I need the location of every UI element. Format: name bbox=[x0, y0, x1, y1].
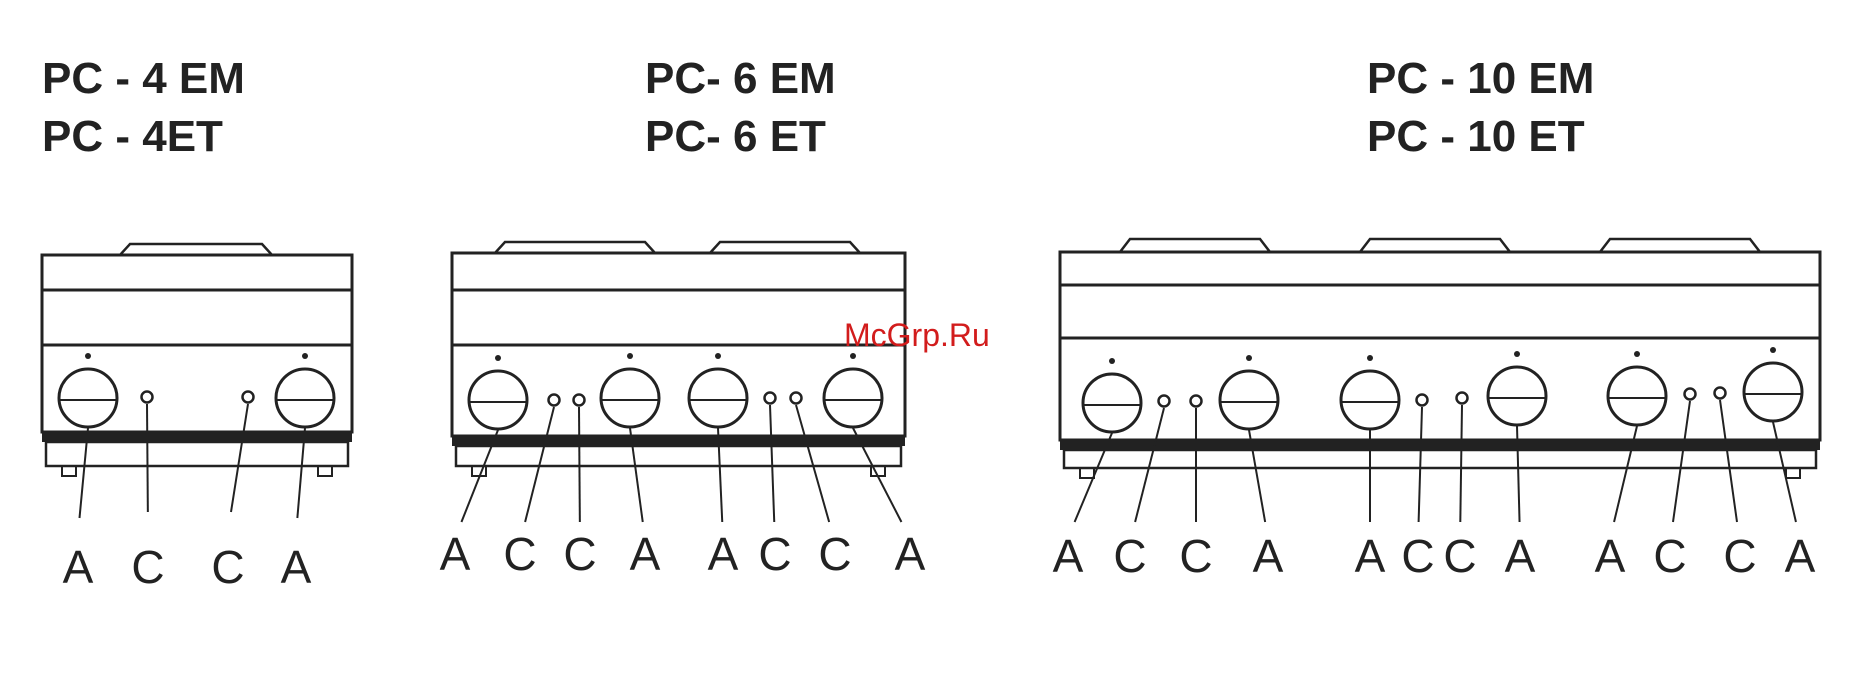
leader-line bbox=[796, 405, 829, 522]
knob-icon bbox=[1220, 355, 1278, 429]
knob-marker bbox=[1514, 351, 1520, 357]
appliance-body bbox=[1060, 252, 1820, 440]
leader-line bbox=[147, 404, 148, 512]
knob-marker bbox=[1367, 355, 1373, 361]
callout-label: A bbox=[1355, 530, 1386, 582]
callout-label: A bbox=[1505, 530, 1536, 582]
knob-icon bbox=[1744, 347, 1802, 421]
leader-line bbox=[1673, 401, 1690, 522]
callout-label: A bbox=[708, 528, 739, 580]
watermark: McGrp.Ru bbox=[844, 317, 990, 354]
callout-label: C bbox=[818, 528, 851, 580]
knob-icon bbox=[469, 355, 527, 429]
pilot-light-icon bbox=[549, 395, 560, 406]
knob-icon bbox=[1341, 355, 1399, 429]
knob-icon bbox=[601, 353, 659, 427]
pilot-light-icon bbox=[1685, 389, 1696, 400]
callout-label: C bbox=[1401, 530, 1434, 582]
knob-icon bbox=[824, 353, 882, 427]
leader-line bbox=[1773, 422, 1796, 522]
hotplate-lid bbox=[120, 244, 272, 255]
pilot-light-icon bbox=[243, 392, 254, 403]
leader-line bbox=[579, 407, 580, 522]
foot bbox=[318, 466, 332, 476]
hotplate-lid bbox=[710, 242, 860, 253]
appliance-unit bbox=[1060, 239, 1820, 522]
knob-marker bbox=[85, 353, 91, 359]
callout-label: A bbox=[440, 528, 471, 580]
pilot-light-icon bbox=[765, 393, 776, 404]
appliance-unit bbox=[452, 242, 905, 522]
base-plinth bbox=[1064, 450, 1816, 468]
callout-label: A bbox=[1053, 530, 1084, 582]
pilot-light-icon bbox=[791, 393, 802, 404]
appliance-units bbox=[42, 239, 1820, 522]
leader-line bbox=[231, 404, 248, 512]
pilot-light-icon bbox=[1457, 393, 1468, 404]
knob-icon bbox=[59, 353, 117, 427]
knob-icon bbox=[689, 353, 747, 427]
base-strip bbox=[1060, 440, 1820, 450]
callout-label: C bbox=[1723, 530, 1756, 582]
pilot-light-icon bbox=[1417, 395, 1428, 406]
callout-label: A bbox=[63, 541, 94, 593]
callout-label: C bbox=[758, 528, 791, 580]
foot bbox=[1786, 468, 1800, 478]
leader-line bbox=[1419, 407, 1422, 522]
knob-marker bbox=[1770, 347, 1776, 353]
knob-icon bbox=[1083, 358, 1141, 432]
knob-marker bbox=[1109, 358, 1115, 364]
hotplate-lid bbox=[495, 242, 655, 253]
leader-line bbox=[1720, 400, 1737, 522]
knob-marker bbox=[1634, 351, 1640, 357]
callout-label: C bbox=[1443, 530, 1476, 582]
callout-label: C bbox=[1113, 530, 1146, 582]
knob-marker bbox=[1246, 355, 1252, 361]
callout-label: A bbox=[895, 528, 926, 580]
callout-label: A bbox=[1595, 530, 1626, 582]
pilot-light-icon bbox=[574, 395, 585, 406]
callout-label: C bbox=[503, 528, 536, 580]
callout-label: A bbox=[281, 541, 312, 593]
callout-label: A bbox=[630, 528, 661, 580]
callout-label: C bbox=[1179, 530, 1212, 582]
callout-label: C bbox=[131, 541, 164, 593]
knob-icon bbox=[276, 353, 334, 427]
foot bbox=[1080, 468, 1094, 478]
knob-marker bbox=[302, 353, 308, 359]
pilot-light-icon bbox=[1191, 396, 1202, 407]
base-strip bbox=[452, 436, 905, 446]
callout-label: C bbox=[211, 541, 244, 593]
base-plinth bbox=[456, 446, 901, 466]
hotplate-lid bbox=[1120, 239, 1270, 252]
leader-line bbox=[1460, 405, 1462, 522]
leader-line bbox=[1135, 408, 1164, 522]
hotplate-lid bbox=[1600, 239, 1760, 252]
knob-icon bbox=[1488, 351, 1546, 425]
callout-label: A bbox=[1253, 530, 1284, 582]
callout-label: C bbox=[563, 528, 596, 580]
leader-line bbox=[525, 407, 554, 522]
knob-marker bbox=[627, 353, 633, 359]
pilot-light-icon bbox=[1159, 396, 1170, 407]
pilot-light-icon bbox=[142, 392, 153, 403]
appliance-unit bbox=[42, 244, 352, 518]
callout-label: A bbox=[1785, 530, 1816, 582]
leader-line bbox=[770, 405, 774, 522]
callout-label: C bbox=[1653, 530, 1686, 582]
foot bbox=[62, 466, 76, 476]
pilot-light-icon bbox=[1715, 388, 1726, 399]
knob-icon bbox=[1608, 351, 1666, 425]
knob-marker bbox=[715, 353, 721, 359]
knob-marker bbox=[495, 355, 501, 361]
hotplate-lid bbox=[1360, 239, 1510, 252]
